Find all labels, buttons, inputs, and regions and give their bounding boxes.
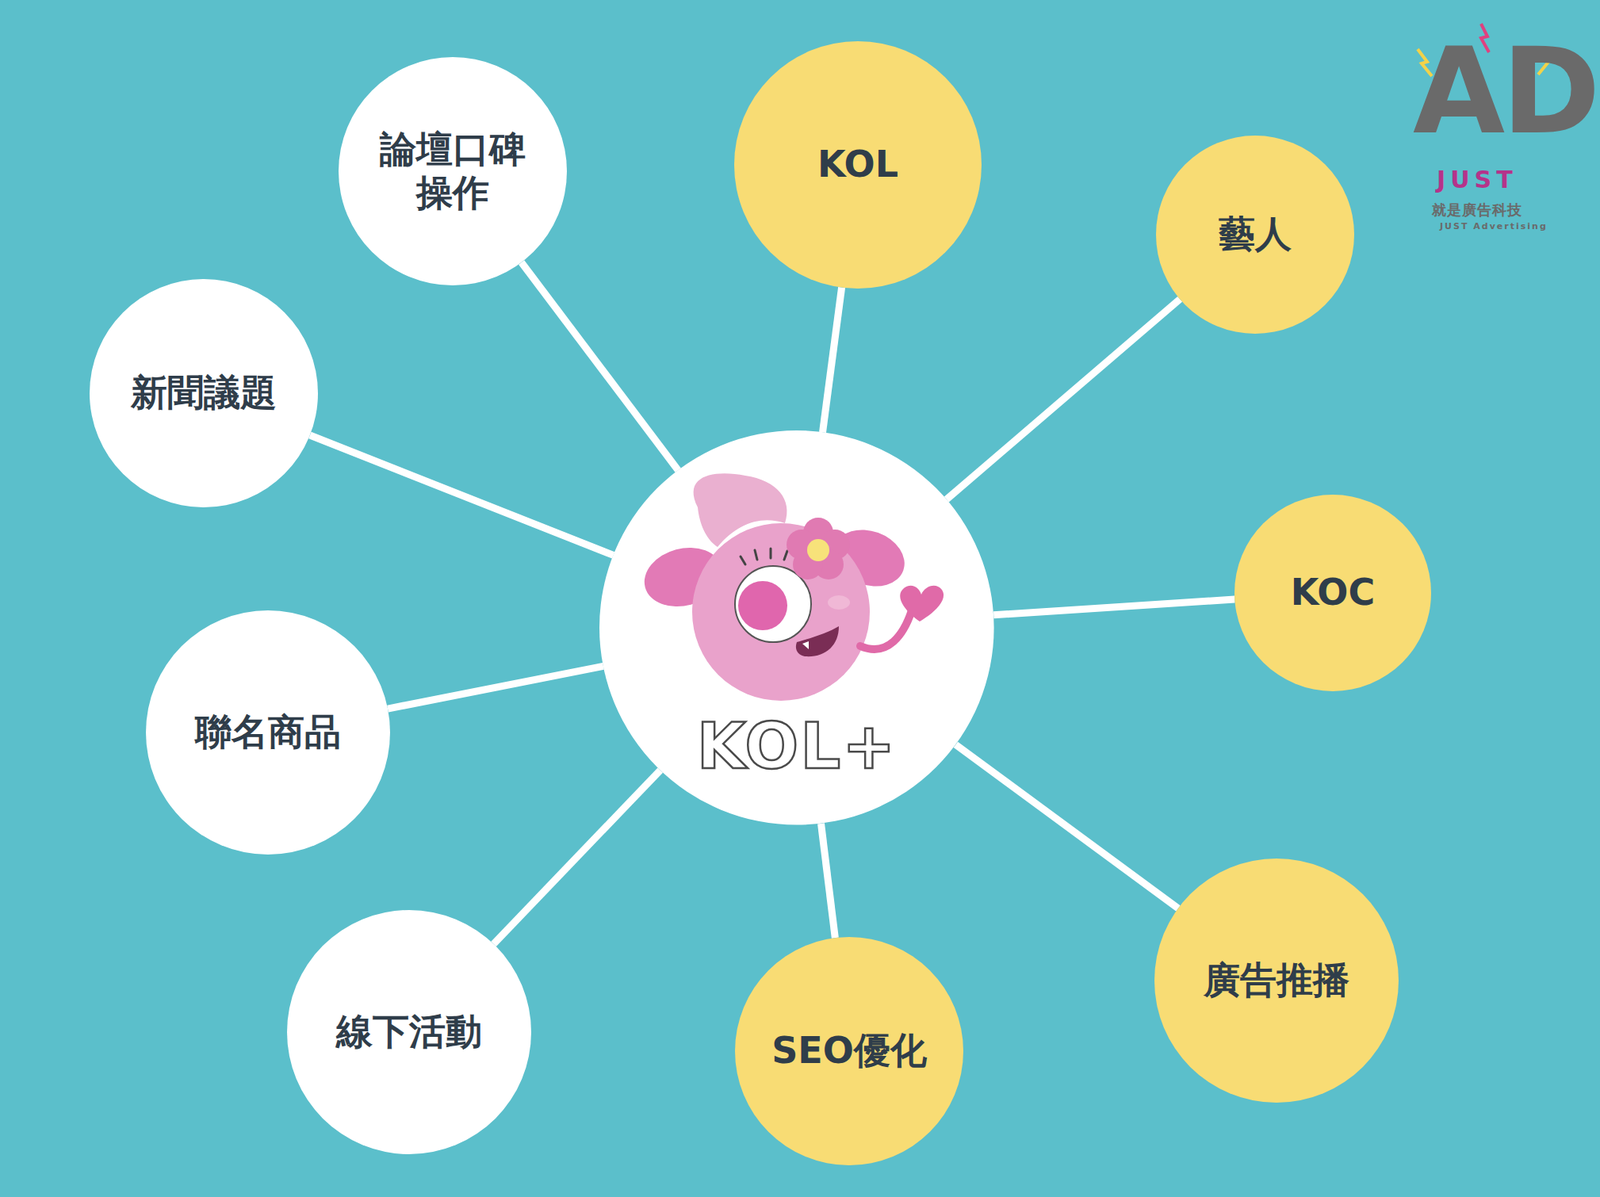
node-label: KOC	[1290, 570, 1375, 615]
service-circle: 線下活動	[287, 910, 532, 1155]
circle-shape	[338, 57, 567, 286]
connector-line	[310, 435, 614, 556]
circle-shape	[734, 41, 982, 289]
circle-shape	[89, 279, 318, 508]
talent-circle: KOL	[734, 41, 982, 289]
connector-line	[387, 666, 604, 709]
logo-letters: AD	[1412, 31, 1598, 151]
circle-shape	[599, 430, 995, 826]
talent-circle: KOC	[1234, 494, 1432, 692]
connector-line	[946, 298, 1180, 500]
talent-circle: 藝人	[1155, 135, 1355, 334]
node-label: 藝人	[1218, 212, 1292, 257]
brand-name: KOL+	[696, 708, 897, 785]
circle-shape	[287, 910, 532, 1155]
circle-shape	[1234, 494, 1432, 692]
node-label: 聯名商品	[195, 710, 341, 755]
logo-word: JUST	[1436, 168, 1518, 192]
circle-shape	[1154, 858, 1399, 1103]
node-label: 線下活動	[336, 1010, 483, 1054]
service-circle: 新聞議題	[89, 279, 318, 508]
connector-line	[521, 262, 679, 471]
connector-line	[822, 287, 843, 433]
node-label: SEO優化	[771, 1029, 927, 1073]
circle-shape	[1155, 135, 1355, 334]
service-circle: 論壇口碑操作	[338, 57, 567, 286]
logo-english: JUST Advertising	[1439, 222, 1548, 231]
circle-shape	[145, 610, 391, 855]
connector-line	[993, 599, 1235, 616]
node-label: 論壇口碑操作	[372, 127, 533, 215]
talent-circle: 廣告推播	[1154, 858, 1399, 1103]
center-circle: KOL+	[599, 430, 995, 826]
circle-shape	[734, 937, 964, 1166]
node-label: 廣告推播	[1203, 958, 1350, 1003]
node-label: 新聞議題	[130, 371, 277, 415]
mascot	[637, 473, 944, 701]
connector-line	[821, 823, 836, 938]
connector-line	[955, 744, 1179, 908]
connector-line	[493, 770, 661, 945]
node-label: KOL	[817, 142, 899, 187]
logo-chinese: 就是廣告科技	[1431, 202, 1523, 218]
talent-circle: SEO優化	[734, 937, 964, 1166]
service-circle: 聯名商品	[145, 610, 391, 855]
